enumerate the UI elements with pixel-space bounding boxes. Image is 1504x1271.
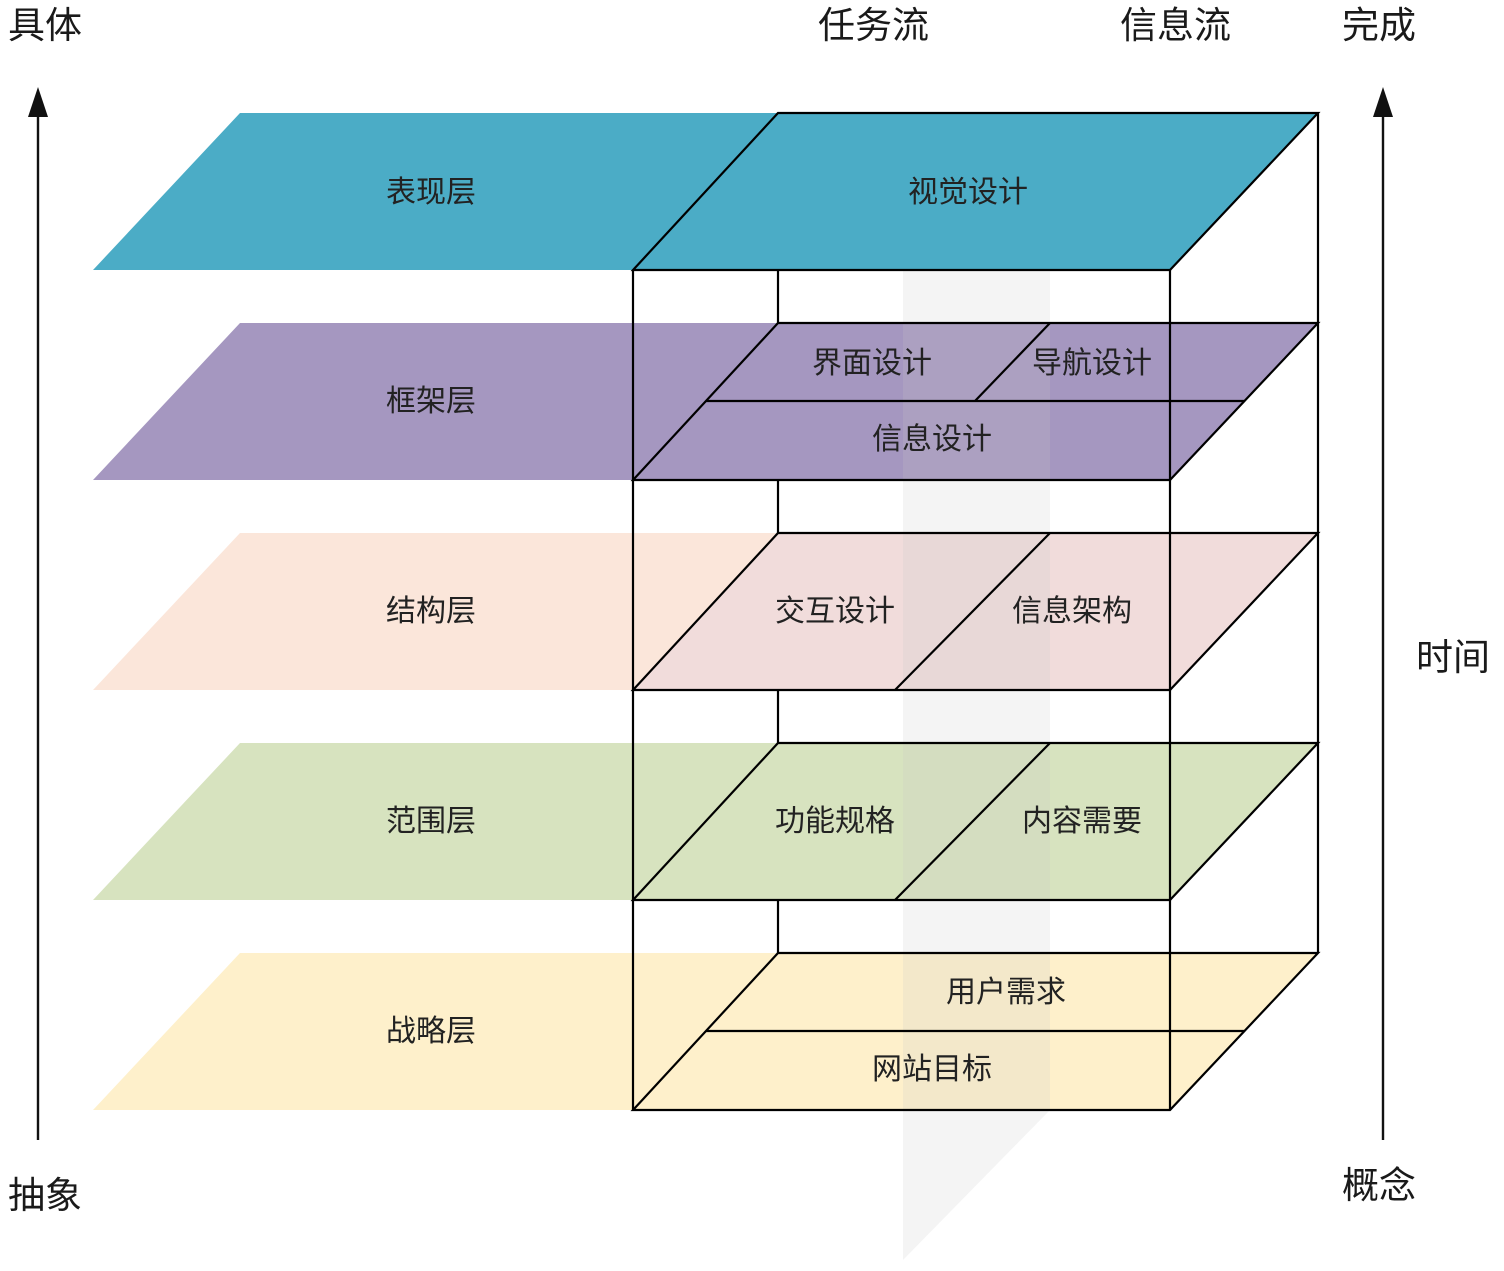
element-visual-design: 视觉设计 [908,175,1028,210]
plane-label-strategy: 战略层 [386,1014,476,1049]
right-axis-top-label: 完成 [1342,4,1416,47]
box-slabs [630,111,1321,1112]
element-content-requirements: 内容需要 [1022,804,1142,839]
right-axis-time-label: 时间 [1416,636,1490,679]
element-interface-design: 界面设计 [812,346,932,381]
task-flow-header: 任务流 [818,4,929,47]
left-axis-top-label: 具体 [8,4,82,47]
element-site-objectives: 网站目标 [872,1052,992,1087]
plane-label-structure: 结构层 [386,594,476,629]
flow-band [903,270,1050,1260]
plane-label-skeleton: 框架层 [386,384,476,419]
element-information-design: 信息设计 [872,422,992,457]
element-navigation-design: 导航设计 [1032,346,1152,381]
right-axis-bottom-label: 概念 [1342,1164,1416,1207]
right-axis-arrowhead [1373,87,1393,117]
info-flow-header: 信息流 [1120,4,1231,47]
structure-box-face [633,533,1318,690]
plane-label-surface: 表现层 [386,175,476,210]
right-axis [1373,87,1393,1140]
left-axis-arrowhead [28,87,48,117]
element-functional-specs: 功能规格 [775,804,895,839]
element-user-needs: 用户需求 [946,975,1066,1010]
plane-label-scope: 范围层 [386,804,476,839]
element-interaction-design: 交互设计 [775,594,895,629]
left-axis [28,87,48,1140]
left-axis-bottom-label: 抽象 [8,1174,82,1217]
element-information-architecture: 信息架构 [1012,594,1132,629]
